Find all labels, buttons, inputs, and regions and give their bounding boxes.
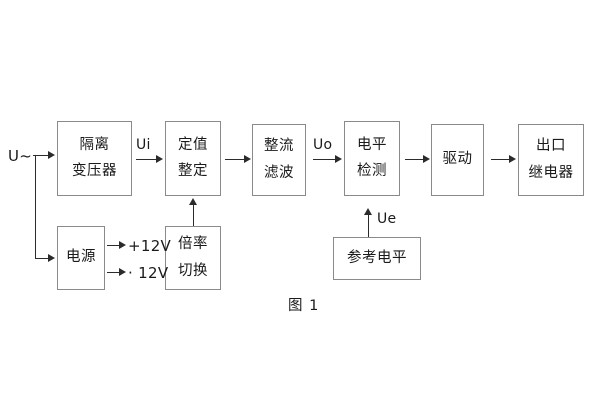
block-power-supply-line1: 电源 — [66, 249, 96, 266]
input-branch-to-transformer — [35, 155, 50, 156]
block-multiplier-switch-line1: 倍率 — [178, 236, 208, 253]
block-rectify-filter-line1: 整流 — [264, 138, 294, 155]
arrow-into-level-detect-from-reference — [364, 208, 372, 215]
input-feed-trunk — [35, 155, 36, 259]
block-rectify-filter[interactable]: 整流 滤波 — [252, 124, 306, 196]
block-level-detect-line2: 检测 — [357, 163, 387, 179]
arrow-into-output-relay — [509, 155, 516, 163]
wire-rail-positive — [107, 245, 122, 246]
block-reference-level[interactable]: 参考电平 — [333, 237, 421, 280]
block-power-supply[interactable]: 电源 — [57, 226, 105, 290]
block-rectify-filter-line2: 滤波 — [264, 164, 294, 181]
input-source-label: U~ — [8, 147, 33, 165]
block-isolation-transformer-line1: 隔离 — [79, 136, 110, 153]
block-setting-value-line2: 整定 — [178, 163, 208, 179]
arrow-into-power-supply — [48, 254, 55, 262]
wire-multiplier-to-setting — [193, 204, 194, 226]
block-level-detect-line1: 电平 — [357, 136, 387, 153]
block-reference-level-line1: 参考电平 — [347, 249, 407, 266]
arrow-into-level-detect — [335, 155, 342, 163]
rail-negative-label: · 12V — [128, 264, 169, 282]
block-setting-value-line1: 定值 — [178, 136, 208, 153]
wire-transformer-to-setting — [136, 159, 158, 160]
block-multiplier-switch-line2: 切换 — [178, 262, 208, 279]
arrow-into-isolation-transformer — [48, 151, 55, 159]
arrow-into-setting-value-from-multiplier — [189, 198, 197, 205]
block-output-relay-line2: 继电器 — [528, 164, 574, 181]
block-isolation-transformer[interactable]: 隔离 变压器 — [57, 121, 132, 196]
figure-caption: 图 1 — [288, 298, 320, 314]
block-level-detect[interactable]: 电平 检测 — [344, 121, 400, 196]
wire-rail-negative — [107, 272, 122, 273]
arrow-into-driver — [423, 155, 430, 163]
signal-label-ue: Ue — [377, 211, 397, 227]
wire-driver-to-output-relay — [491, 159, 511, 160]
arrow-into-rectify-filter — [244, 155, 251, 163]
block-setting-value[interactable]: 定值 整定 — [165, 121, 221, 196]
rail-positive-label: +12V — [128, 237, 172, 255]
block-output-relay[interactable]: 出口 继电器 — [518, 124, 584, 196]
arrow-into-setting-value — [156, 155, 163, 163]
wire-level-detect-to-driver — [405, 159, 425, 160]
wire-reference-to-level-detect — [368, 214, 369, 237]
block-driver-line1: 驱动 — [442, 151, 473, 168]
arrow-rail-positive — [119, 241, 126, 249]
input-branch-to-power-supply — [35, 258, 50, 259]
wire-setting-to-rectify — [225, 159, 246, 160]
signal-label-ui: Ui — [136, 137, 151, 153]
block-output-relay-line1: 出口 — [536, 138, 566, 155]
block-isolation-transformer-line2: 变压器 — [72, 163, 117, 179]
wire-rectify-to-level-detect — [313, 159, 336, 160]
arrow-rail-negative — [119, 268, 126, 276]
block-driver[interactable]: 驱动 — [431, 124, 484, 196]
block-multiplier-switch[interactable]: 倍率 切换 — [165, 226, 221, 290]
signal-label-uo: Uo — [313, 137, 333, 153]
